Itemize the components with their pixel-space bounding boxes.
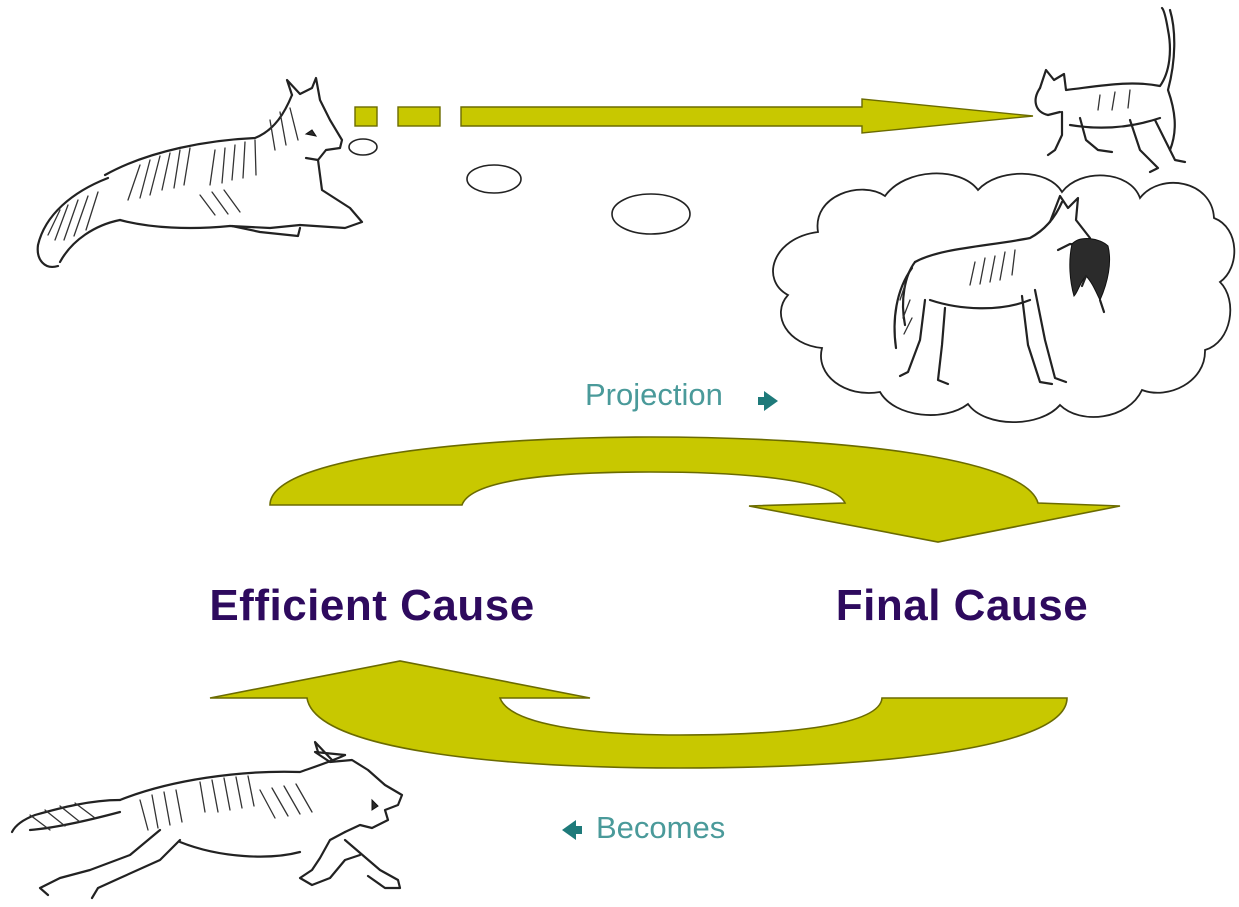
gaze-dash [398, 107, 440, 126]
gaze-arrow-shaft [461, 99, 1033, 133]
projection-arrow [270, 437, 1120, 542]
thought-bubbles [349, 139, 690, 234]
thought-bubble-medium [467, 165, 521, 193]
thought-bubble-large [612, 194, 690, 234]
thought-cloud [773, 173, 1234, 422]
arrow-left-icon [562, 820, 582, 840]
cat-walking-sketch [1036, 8, 1185, 172]
final-cause-label: Final Cause [836, 581, 1088, 630]
efficient-cause-label: Efficient Cause [209, 581, 534, 630]
becomes-arrow [210, 661, 1067, 768]
becomes-label: Becomes [596, 810, 725, 845]
gaze-arrow [355, 99, 1033, 133]
thought-cloud-outline [773, 173, 1234, 422]
thought-bubble-small [349, 139, 377, 155]
wolf-running-sketch [12, 742, 402, 898]
wolf-lying-down-sketch [38, 78, 362, 267]
gaze-dash [355, 107, 377, 126]
projection-label: Projection [585, 377, 723, 412]
arrow-right-icon [758, 391, 778, 411]
